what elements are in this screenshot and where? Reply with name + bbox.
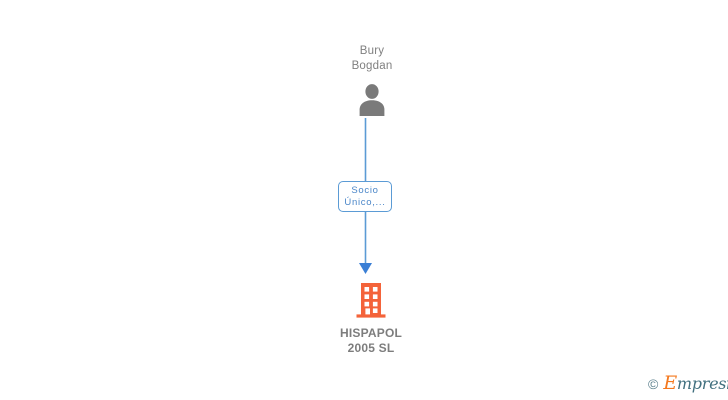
- node-person[interactable]: Bury Bogdan: [282, 44, 462, 116]
- relationship-label-box[interactable]: Socio Único,...: [338, 181, 392, 212]
- person-icon-wrap: [282, 80, 462, 116]
- brand-rest: mpresia: [676, 374, 728, 393]
- copyright-icon: ©: [648, 375, 659, 392]
- person-name-label: Bury Bogdan: [351, 45, 393, 72]
- company-icon-wrap: [281, 280, 461, 320]
- relationship-label-line-1: Socio: [351, 184, 379, 196]
- building-icon: [356, 283, 386, 318]
- company-name-label: HISPAPOL 2005 SL: [339, 326, 403, 355]
- arrowhead-icon: [359, 263, 372, 274]
- node-company[interactable]: HISPAPOL 2005 SL: [281, 280, 461, 356]
- brand-initial: E: [663, 372, 677, 394]
- relationship-label-line-2: Único,...: [344, 196, 386, 208]
- watermark-logo: © Empresia: [648, 374, 728, 393]
- brand-wordmark: Empresia: [663, 374, 728, 393]
- person-silhouette-icon: [359, 84, 385, 116]
